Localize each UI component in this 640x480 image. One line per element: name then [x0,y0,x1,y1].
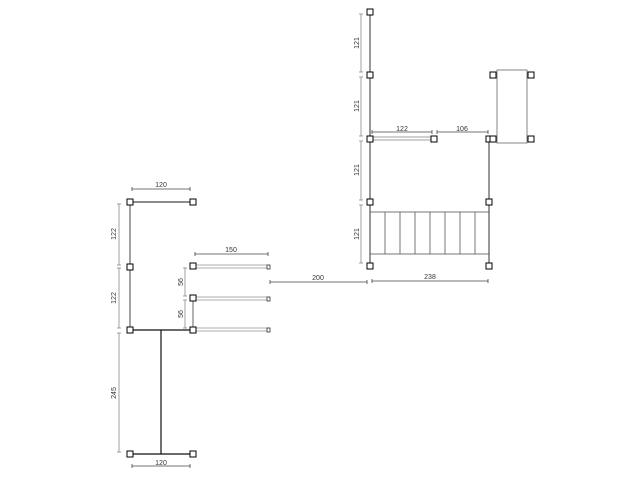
dim-label-shelf-spacing-1: 56 [178,278,185,286]
node[interactable] [366,71,374,79]
node[interactable] [189,326,197,334]
dimension-top-left [131,187,191,191]
node[interactable] [189,198,197,206]
node[interactable] [189,294,197,302]
dim-label-top-segment-2: 106 [456,126,468,133]
node[interactable] [189,262,197,270]
dimension-left-vertical [117,203,121,453]
dim-label-right-3: 121 [354,164,361,176]
door-panel [496,69,528,144]
node[interactable] [366,8,374,16]
node[interactable] [126,450,134,458]
dim-label-top-left: 120 [155,182,167,189]
right-structure: 122 106 121 121 121 121 [354,8,535,283]
dim-label-left-3: 245 [111,387,118,399]
dim-label-shelf-width: 150 [225,247,237,254]
node[interactable] [485,198,493,206]
right-nodes [366,8,535,270]
dimension-top-segments [371,130,489,134]
staircase [369,211,490,255]
shelf-1 [192,264,270,269]
wall-top-segment [369,136,435,141]
dim-label-shelf-spacing-2: 56 [178,310,185,318]
shelf-3 [192,327,270,332]
dimension-bottom-left [131,464,191,468]
node[interactable] [126,326,134,334]
dimension-connector [269,280,368,284]
dimension-shelf-spacing [183,267,187,329]
shelves: 150 56 56 [178,247,271,333]
shelf-2 [192,296,270,301]
dim-label-connector: 200 [312,275,324,282]
node[interactable] [527,71,535,79]
node[interactable] [366,262,374,270]
node[interactable] [489,71,497,79]
node[interactable] [527,135,535,143]
dimension-right-vertical [359,13,363,264]
dim-label-bottom-right: 238 [424,274,436,281]
node[interactable] [366,135,374,143]
dimension-bottom-right [371,279,489,283]
node[interactable] [126,263,134,271]
dim-label-bottom-left: 120 [155,460,167,467]
dim-label-left-2: 122 [111,292,118,304]
dim-label-left-1: 122 [111,228,118,240]
dim-label-right-2: 121 [354,100,361,112]
node[interactable] [126,198,134,206]
node[interactable] [485,262,493,270]
node[interactable] [189,450,197,458]
node[interactable] [366,198,374,206]
node[interactable] [430,135,438,143]
dimension-shelf-width [194,252,269,256]
left-nodes [126,198,197,458]
dim-label-right-1: 121 [354,37,361,49]
dim-label-top-segment-1: 122 [396,126,408,133]
node[interactable] [489,135,497,143]
dim-label-right-4: 121 [354,228,361,240]
left-structure: 120 122 122 245 120 [111,182,271,468]
